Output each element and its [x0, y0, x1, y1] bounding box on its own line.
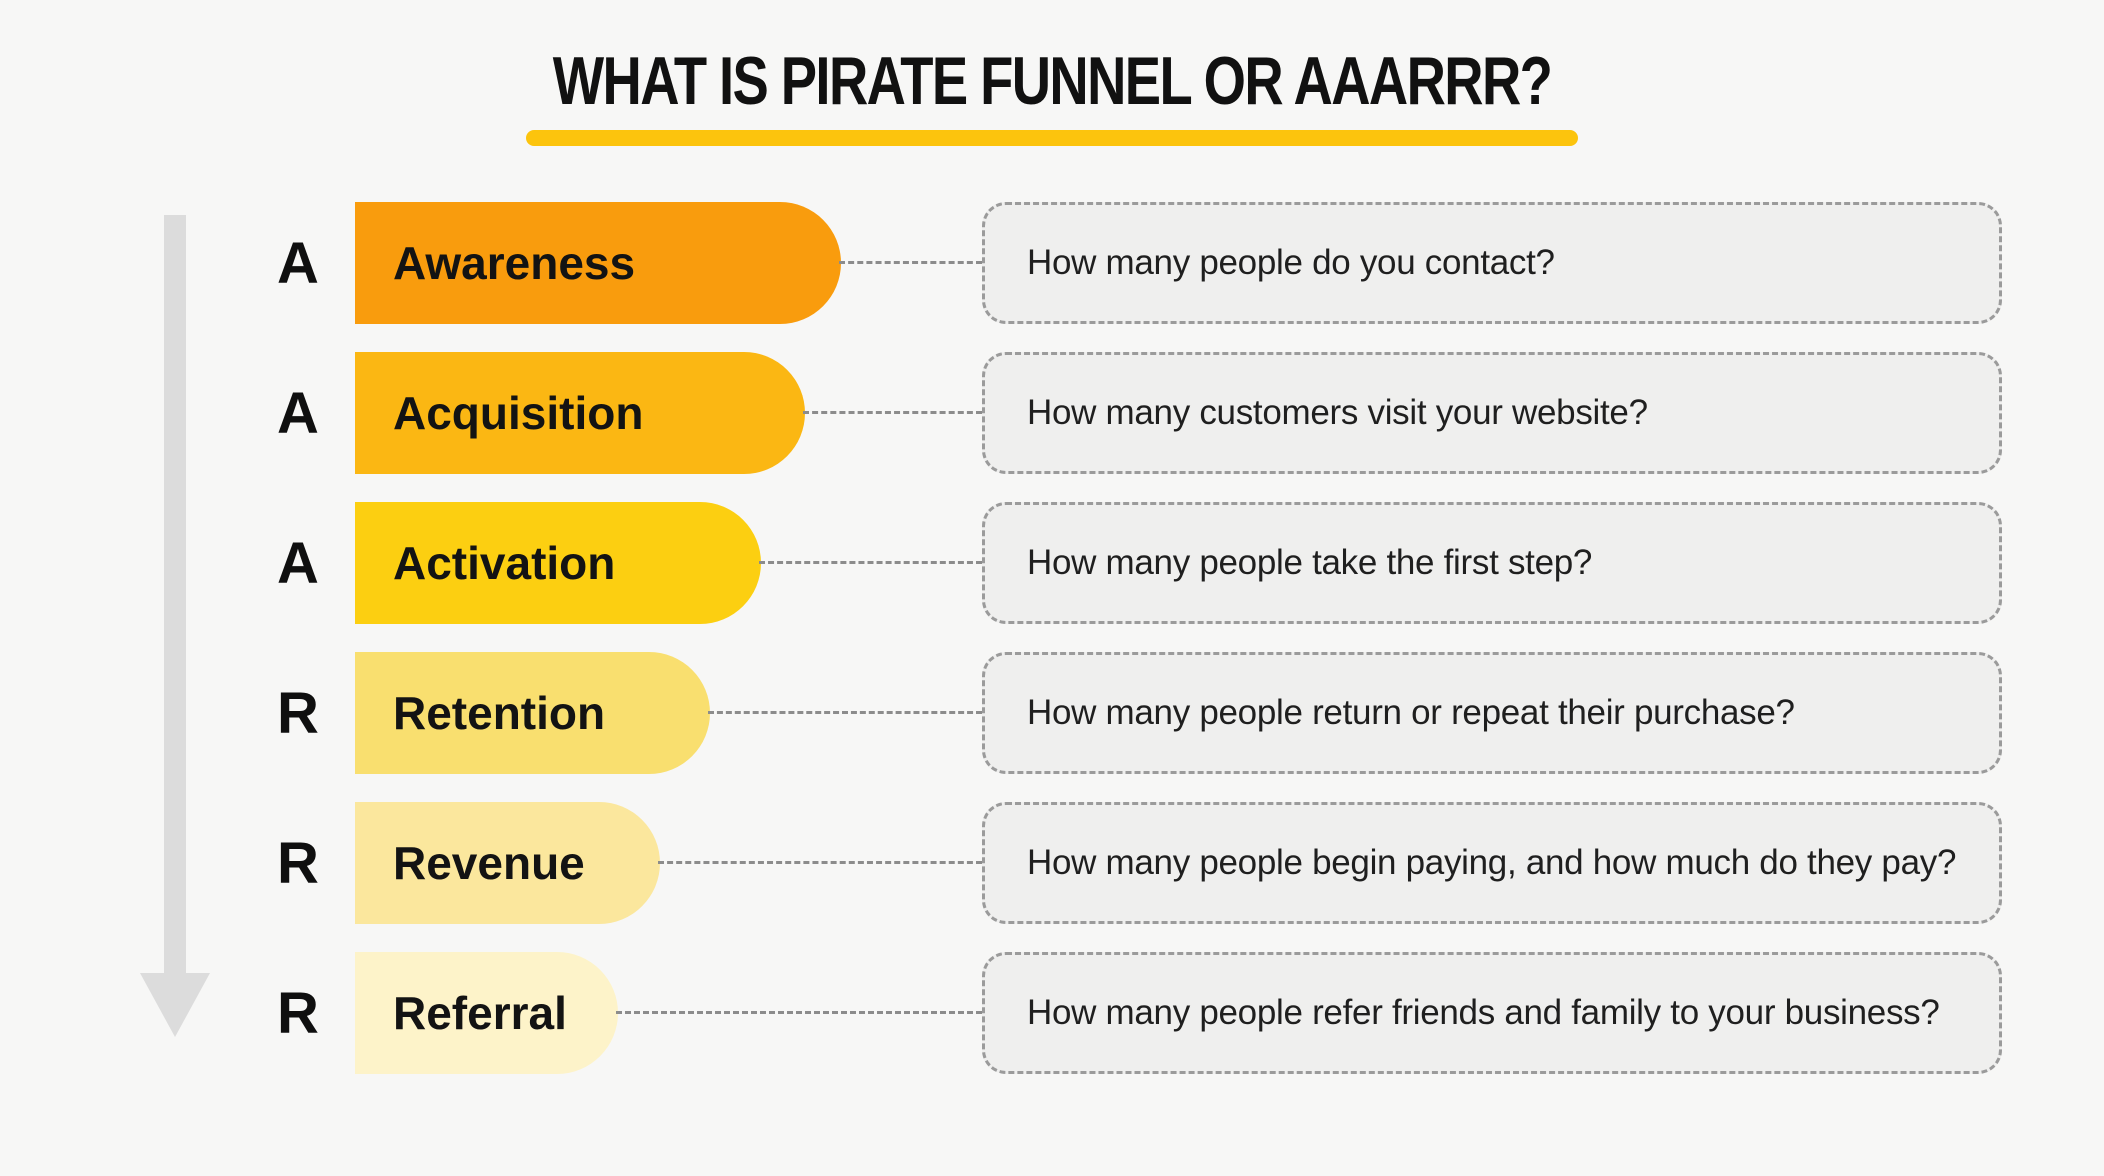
question-text: How many people do you contact? — [1027, 243, 1555, 282]
stage-initial: A — [277, 530, 319, 596]
dashed-connector-line — [658, 861, 982, 864]
question-box: How many customers visit your website? — [982, 352, 2002, 474]
question-text: How many people take the first step? — [1027, 543, 1593, 582]
down-arrow-shaft — [164, 215, 186, 975]
stage-label: Retention — [393, 687, 606, 739]
stage-bar: Awareness — [355, 202, 841, 324]
stage-bar: Retention — [355, 652, 710, 774]
stage-label: Activation — [393, 537, 616, 589]
dashed-connector-line — [759, 561, 982, 564]
stage-initial: A — [277, 380, 319, 446]
stage-initial: R — [277, 680, 319, 746]
stage-label: Revenue — [393, 837, 585, 889]
question-text: How many customers visit your website? — [1027, 393, 1648, 432]
stage-initial: R — [277, 830, 319, 896]
stage-label: Acquisition — [393, 387, 644, 439]
funnel-row-acquisition: A Acquisition How many customers visit y… — [0, 352, 2104, 474]
stage-label: Referral — [393, 987, 567, 1039]
funnel-row-activation: A Activation How many people take the fi… — [0, 502, 2104, 624]
funnel-row-awareness: A Awareness How many people do you conta… — [0, 202, 2104, 324]
question-box: How many people refer friends and family… — [982, 952, 2002, 1074]
question-text: How many people refer friends and family… — [1027, 993, 1940, 1032]
stage-bar: Acquisition — [355, 352, 805, 474]
stage-initial: A — [277, 230, 319, 296]
stage-label: Awareness — [393, 237, 636, 289]
dashed-connector-line — [839, 261, 982, 264]
question-box: How many people begin paying, and how mu… — [982, 802, 2002, 924]
down-arrow-icon — [140, 973, 210, 1037]
header: WHAT IS PIRATE FUNNEL OR AAARRR? — [0, 42, 2104, 120]
stage-bar: Activation — [355, 502, 761, 624]
question-box: How many people take the first step? — [982, 502, 2002, 624]
stage-bar: Referral — [355, 952, 618, 1074]
dashed-connector-line — [803, 411, 982, 414]
funnel-row-revenue: R Revenue How many people begin paying, … — [0, 802, 2104, 924]
dashed-connector-line — [708, 711, 982, 714]
funnel-row-retention: R Retention How many people return or re… — [0, 652, 2104, 774]
funnel-row-referral: R Referral How many people refer friends… — [0, 952, 2104, 1074]
stage-initial: R — [277, 980, 319, 1046]
title-underline-bar — [526, 130, 1578, 146]
question-text: How many people return or repeat their p… — [1027, 693, 1795, 732]
question-box: How many people do you contact? — [982, 202, 2002, 324]
question-text: How many people begin paying, and how mu… — [1027, 843, 1957, 882]
page-title-text: WHAT IS PIRATE FUNNEL OR AAARRR? — [552, 43, 1553, 119]
dashed-connector-line — [616, 1011, 982, 1014]
stage-bar: Revenue — [355, 802, 660, 924]
question-box: How many people return or repeat their p… — [982, 652, 2002, 774]
page-title: WHAT IS PIRATE FUNNEL OR AAARRR? — [0, 42, 2104, 120]
